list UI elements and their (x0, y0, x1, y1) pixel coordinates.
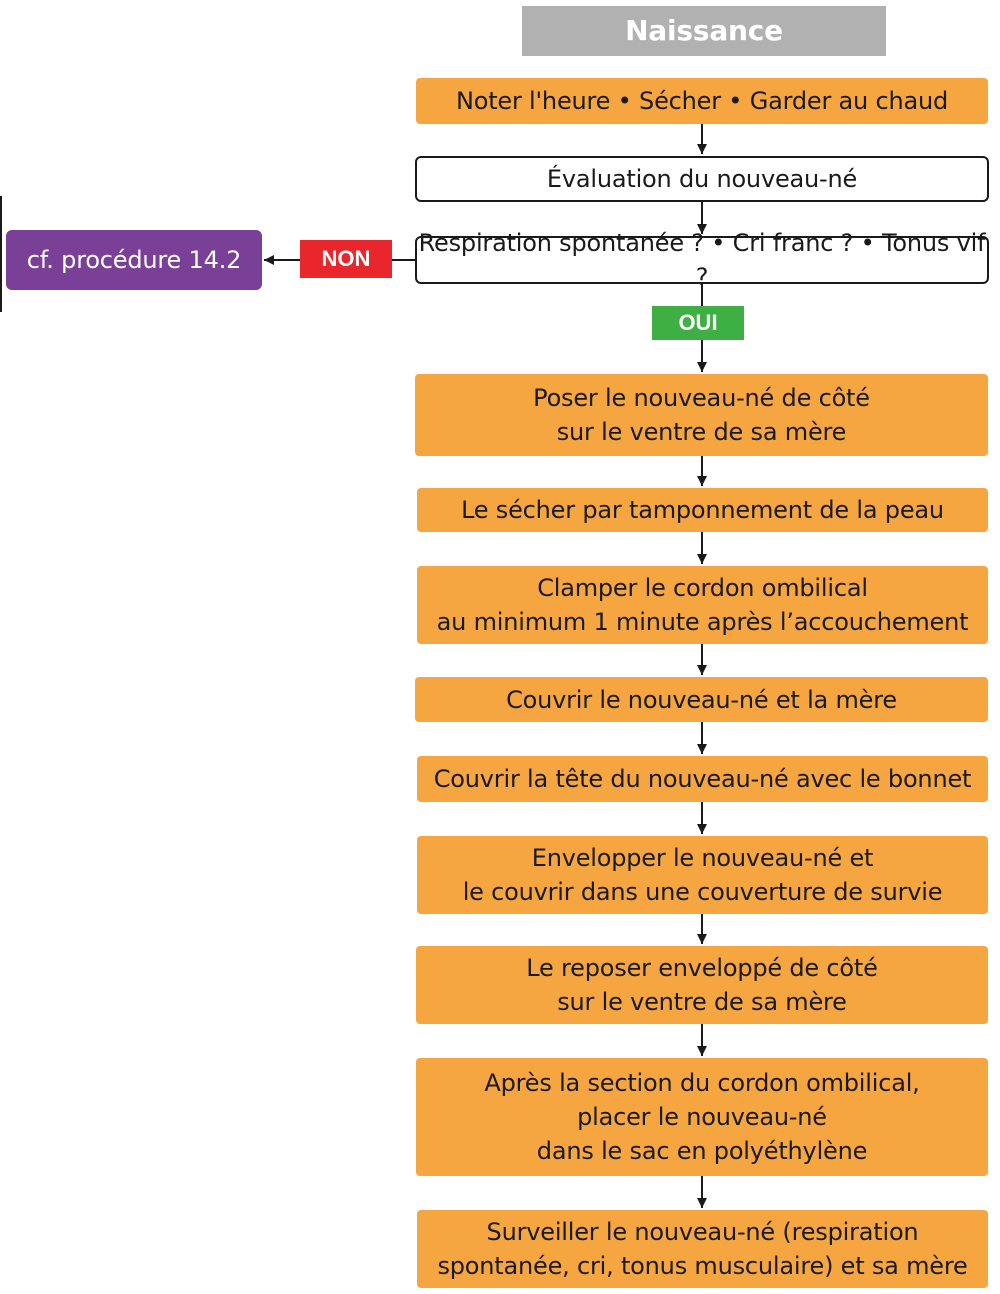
step-envelopper: Envelopper le nouveau-né et le couvrir d… (417, 836, 988, 914)
step-tete: Couvrir la tête du nouveau-né avec le bo… (417, 756, 988, 802)
decision-question: Respiration spontanée ? • Cri franc ? • … (415, 229, 989, 291)
title-naissance: Naissance (522, 6, 886, 56)
step-evaluation: Évaluation du nouveau-né (415, 156, 989, 202)
badge-oui: OUI (652, 306, 744, 340)
step-reposer: Le reposer enveloppé de côté sur le vent… (416, 946, 988, 1024)
step-surveiller: Surveiller le nouveau-né (respiration sp… (417, 1210, 988, 1288)
procedure-reference: cf. procédure 14.2 (6, 230, 262, 290)
step-poser: Poser le nouveau-né de côté sur le ventr… (415, 374, 988, 456)
step-clamper: Clamper le cordon ombilical au minimum 1… (417, 566, 988, 644)
step-couvrir: Couvrir le nouveau-né et la mère (415, 677, 988, 722)
step-noter: Noter l'heure • Sécher • Garder au chaud (416, 78, 988, 124)
badge-non: NON (300, 240, 392, 278)
step-secher: Le sécher par tamponnement de la peau (417, 488, 988, 532)
step-apres: Après la section du cordon ombilical, pl… (416, 1058, 988, 1176)
